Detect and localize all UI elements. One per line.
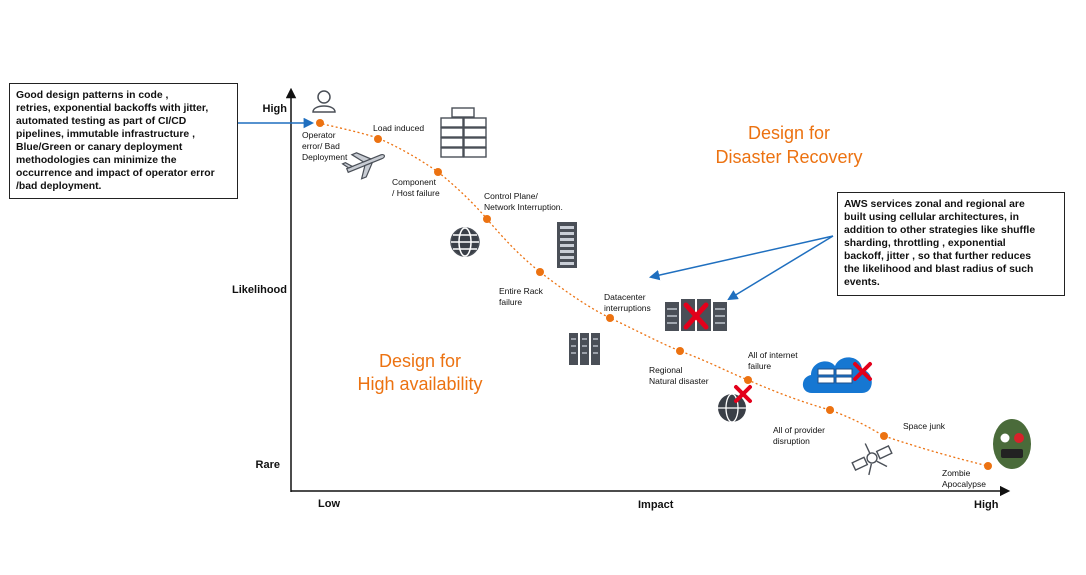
note-line: backoff, jitter , so that further reduce… xyxy=(844,251,1032,262)
event-label-provider: All of provider disruption xyxy=(773,425,827,446)
airplane-icon xyxy=(341,152,385,180)
server-stack-icon xyxy=(440,107,487,158)
event-dot xyxy=(880,432,888,440)
ha-region-title-line2: High availability xyxy=(357,374,482,394)
x-axis-high-label: High xyxy=(974,499,999,511)
note-line: sharding, throttling , exponential xyxy=(844,238,1006,249)
event-dot xyxy=(984,462,992,470)
dr-region-title-line2: Disaster Recovery xyxy=(715,147,862,167)
note-line: addition to other strategies like shuffl… xyxy=(844,225,1036,236)
right-note-arrow-upper xyxy=(648,235,834,281)
x-axis-title: Impact xyxy=(638,499,674,511)
event-label-zombie: Zombie Apocalypse xyxy=(942,468,986,489)
note-line: built using cellular architectures, in xyxy=(844,212,1019,223)
server-rack-icon xyxy=(557,222,577,268)
event-dot xyxy=(483,215,491,223)
event-label-operator: Operator error/ Bad Deployment xyxy=(302,130,348,162)
y-axis-rare-label: Rare xyxy=(256,459,280,471)
note-line: the likelihood and blast radius of such xyxy=(844,264,1034,275)
note-line: automated testing as part of CI/CD xyxy=(16,116,187,127)
aws-cellular-note: AWS services zonal and regional are buil… xyxy=(837,192,1065,296)
ha-region-title-line1: Design for xyxy=(379,351,461,371)
failed-datacenter-icon xyxy=(665,299,727,331)
satellite-icon xyxy=(851,443,893,476)
event-dot xyxy=(316,119,324,127)
event-dot xyxy=(536,268,544,276)
note-line: /bad deployment. xyxy=(16,181,102,192)
note-line: Blue/Green or canary deployment xyxy=(16,142,183,153)
likelihood-impact-curve xyxy=(317,122,989,467)
event-label-control: Control Plane/ Network Interruption. xyxy=(484,191,563,212)
right-note-arrow-lower xyxy=(727,235,834,301)
event-label-datacenter: Datacenter interruptions xyxy=(604,292,651,313)
y-axis-high-label: High xyxy=(263,103,288,115)
y-axis-title: Likelihood xyxy=(232,284,287,296)
event-dot xyxy=(826,406,834,414)
note-line: events. xyxy=(844,277,880,288)
event-label-rack: Entire Rack failure xyxy=(499,286,545,307)
event-dot xyxy=(374,135,382,143)
failed-cloud-icon xyxy=(802,357,872,393)
failed-globe-icon xyxy=(718,385,752,423)
event-label-internet: All of internet failure xyxy=(748,350,800,371)
note-line: methodologies can minimize the xyxy=(16,155,177,166)
server-building-icon xyxy=(569,333,600,365)
note-line: occurrence and impact of operator error xyxy=(16,168,215,179)
zombie-icon xyxy=(993,419,1031,469)
event-label-load: Load induced xyxy=(373,123,424,133)
event-dot xyxy=(744,376,752,384)
note-line: AWS services zonal and regional are xyxy=(844,199,1025,210)
design-patterns-note: Good design patterns in code , retries, … xyxy=(9,83,238,199)
x-axis-low-label: Low xyxy=(318,498,340,510)
person-icon xyxy=(312,90,336,113)
event-label-spacejunk: Space junk xyxy=(903,421,946,431)
note-line: pipelines, immutable infrastructure , xyxy=(16,129,195,140)
note-line: Good design patterns in code , xyxy=(16,90,169,101)
note-line: retries, exponential backoffs with jitte… xyxy=(16,103,209,114)
event-dot xyxy=(676,347,684,355)
event-dot xyxy=(434,168,442,176)
globe-icon xyxy=(450,227,480,257)
event-label-component: Component / Host failure xyxy=(392,177,440,198)
event-label-regional: Regional Natural disaster xyxy=(649,365,709,386)
event-dot xyxy=(606,314,614,322)
dr-region-title-line1: Design for xyxy=(748,123,830,143)
